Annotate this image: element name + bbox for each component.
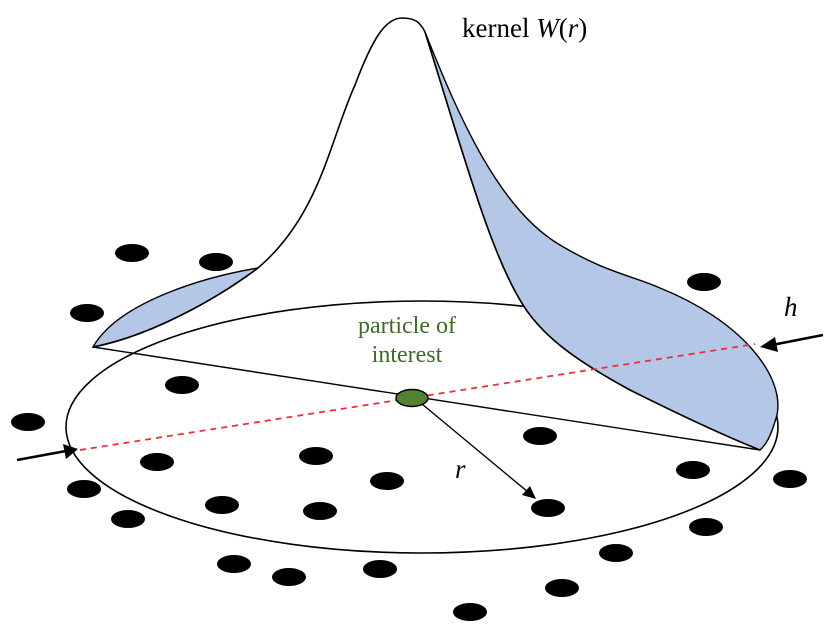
h-arrow-left-shaft — [16, 449, 67, 462]
neighbor-particle — [11, 413, 45, 431]
neighbor-particle — [140, 453, 174, 471]
neighbor-particle — [111, 510, 145, 528]
neighbor-particle — [523, 427, 557, 445]
particle-of-interest — [395, 388, 429, 408]
neighbor-particle — [453, 603, 487, 621]
neighbor-particle — [165, 376, 199, 394]
kernel-support-disc — [65, 300, 779, 554]
neighbor-particle — [599, 544, 633, 562]
kernel-title: kernel W(r) — [462, 13, 587, 43]
neighbor-particle — [199, 253, 233, 271]
neighbor-particle — [689, 518, 723, 536]
neighbor-particle — [217, 555, 251, 573]
neighbor-particle — [545, 579, 579, 597]
neighbor-particle — [67, 480, 101, 498]
radius-label: r — [455, 454, 466, 484]
kernel-curve — [92, 17, 761, 451]
neighbor-particle — [687, 273, 721, 291]
radius-arrowhead-icon — [522, 486, 536, 499]
h-arrowhead-right-icon — [760, 337, 778, 352]
neighbor-particle — [272, 568, 306, 586]
neighbor-particle — [205, 496, 239, 514]
neighbor-particle — [363, 560, 397, 578]
neighbor-particle — [299, 447, 333, 465]
smoothing-length-label: h — [784, 292, 798, 322]
neighbor-particle — [303, 502, 337, 520]
neighbor-particle — [370, 472, 404, 490]
neighbor-particles — [11, 244, 807, 621]
particle-label-line2: interest — [372, 342, 443, 368]
particle-label-line1: particle of — [358, 313, 456, 339]
h-arrowhead-left-icon — [63, 444, 78, 459]
neighbor-particle — [676, 461, 710, 479]
neighbor-particle — [773, 470, 807, 488]
neighbor-particle — [115, 244, 149, 262]
radius-arrow-shaft — [421, 403, 535, 498]
neighbor-particle — [70, 304, 104, 322]
neighbor-particle — [531, 499, 565, 517]
kernel-cross-section-left — [91, 267, 259, 348]
kernel-cross-section-right — [424, 31, 779, 451]
h-arrow-right-shaft — [771, 333, 824, 347]
